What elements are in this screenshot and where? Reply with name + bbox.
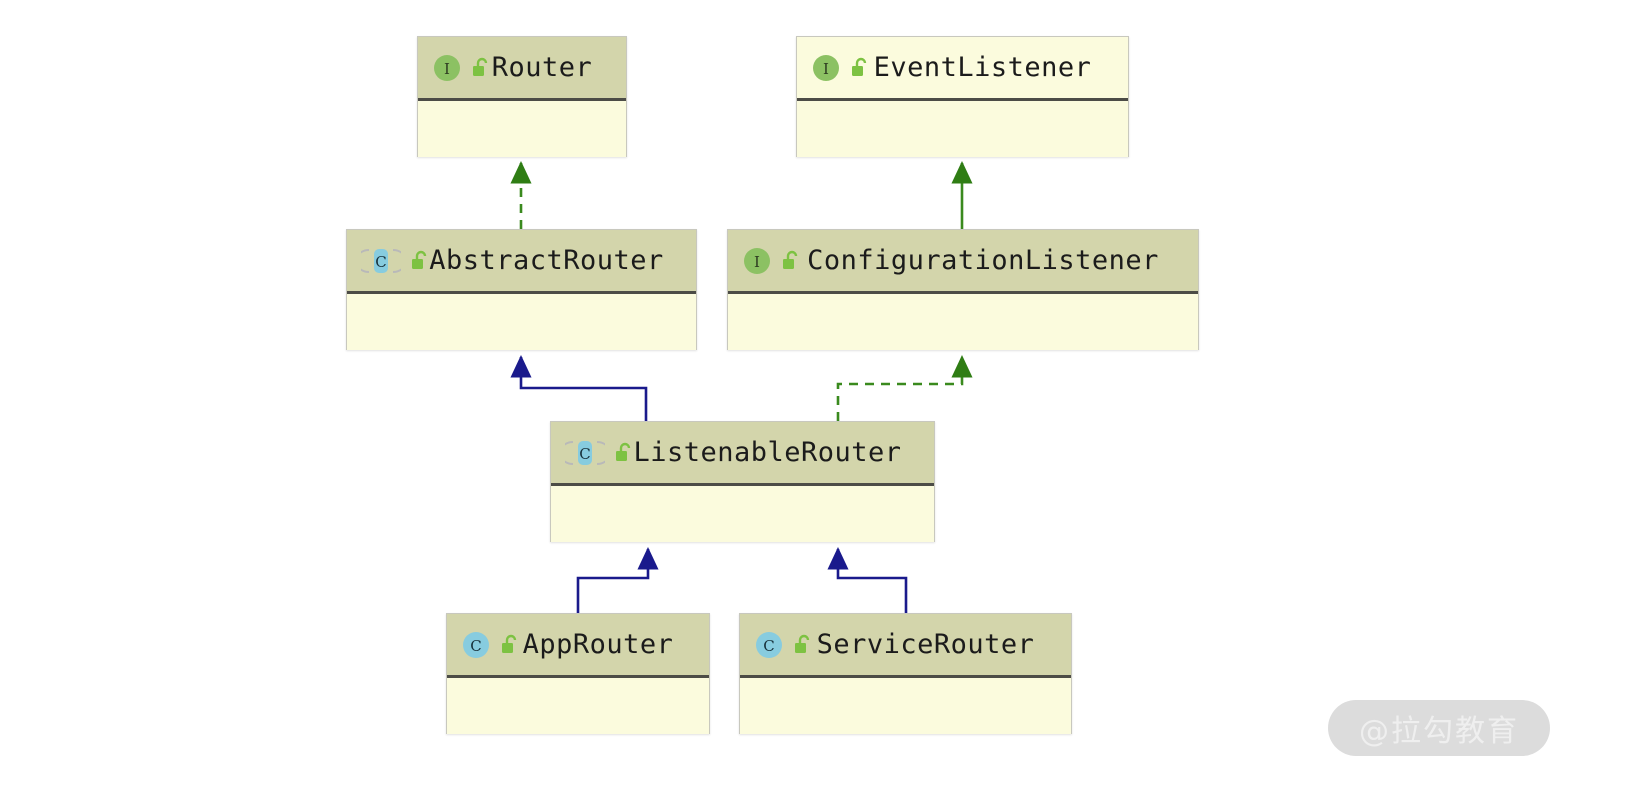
node-title: ConfigurationListener [807,245,1159,276]
uml-class-node-approuter[interactable]: C AppRouter [446,613,710,734]
node-members-compartment [347,294,696,350]
node-title: AbstractRouter [429,245,664,276]
uml-class-node-configurationlistener[interactable]: I ConfigurationListener [727,229,1199,350]
node-members-compartment [728,294,1198,350]
svg-text:I: I [444,60,450,78]
node-header: C ListenableRouter [551,422,934,486]
node-header: I Router [418,37,626,101]
svg-text:C: C [579,445,590,463]
class-badge-icon: C [754,630,784,660]
node-members-compartment [797,101,1128,157]
interface-badge-icon: I [811,53,841,83]
svg-text:I: I [754,253,760,271]
abstract-class-badge-icon: C [361,246,401,276]
unlocked-padlock-icon [613,442,633,464]
node-header: I EventListener [797,37,1128,101]
unlocked-padlock-icon [470,57,490,79]
watermark-badge: @拉勾教育 [1328,700,1550,756]
edge-listenablerouter-to-abstractrouter [510,355,648,421]
interface-badge-icon: I [742,246,772,276]
node-members-compartment [418,101,626,157]
unlocked-padlock-icon [849,57,869,79]
edge-listenablerouter-to-configurationlistener [836,355,973,421]
node-title: EventListener [873,52,1092,83]
svg-text:C: C [470,637,481,655]
uml-class-node-eventlistener[interactable]: I EventListener [796,36,1129,157]
svg-text:C: C [763,637,774,655]
unlocked-padlock-icon [409,250,429,272]
unlocked-padlock-icon [499,634,519,656]
uml-class-node-listenablerouter[interactable]: C ListenableRouter [550,421,935,542]
unlocked-padlock-icon [780,250,800,272]
node-title: ListenableRouter [633,437,902,468]
node-members-compartment [551,486,934,542]
node-header: C AbstractRouter [347,230,696,294]
abstract-class-badge-icon: C [565,438,605,468]
uml-class-node-abstractrouter[interactable]: C AbstractRouter [346,229,697,350]
node-title: ServiceRouter [816,629,1035,660]
node-title: Router [491,52,593,83]
node-title: AppRouter [522,629,674,660]
node-header: C ServiceRouter [740,614,1071,678]
node-members-compartment [447,678,709,734]
watermark-text: @拉勾教育 [1359,714,1519,749]
interface-badge-icon: I [432,53,462,83]
node-header: I ConfigurationListener [728,230,1198,294]
svg-text:C: C [375,253,386,271]
uml-class-node-router[interactable]: I Router [417,36,627,157]
class-badge-icon: C [461,630,491,660]
svg-text:I: I [823,60,829,78]
uml-class-node-servicerouter[interactable]: C ServiceRouter [739,613,1072,734]
edge-servicerouter-to-listenablerouter [827,547,908,613]
node-header: C AppRouter [447,614,709,678]
node-members-compartment [740,678,1071,734]
edge-approuter-to-listenablerouter [576,547,659,613]
unlocked-padlock-icon [792,634,812,656]
